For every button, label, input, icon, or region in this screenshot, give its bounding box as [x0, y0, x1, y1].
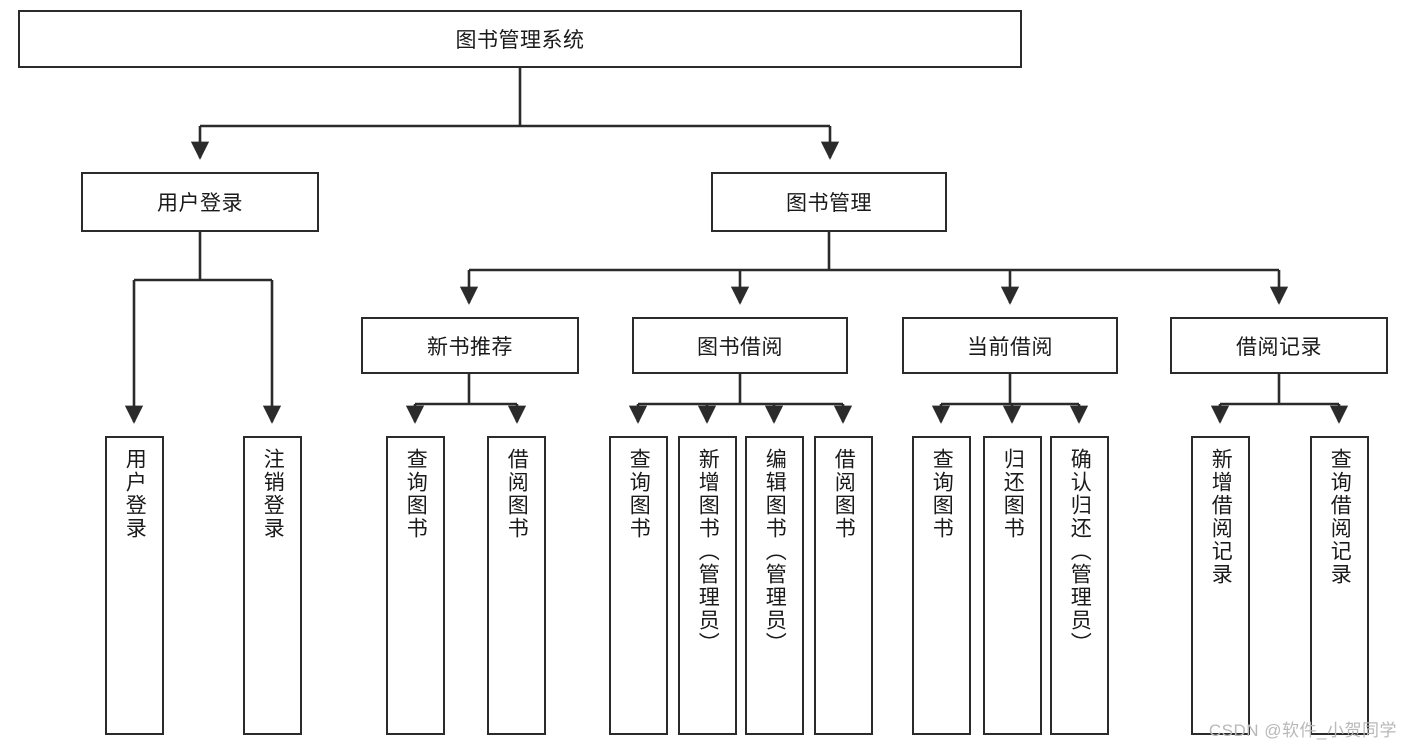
leaf-label: 借阅图书 — [505, 448, 529, 540]
node-borrow-record[interactable]: 借阅记录 — [1170, 317, 1388, 374]
node-user-login[interactable]: 用户登录 — [81, 172, 319, 232]
leaf-label: 查询图书 — [627, 448, 651, 540]
leaf-user-login[interactable]: 用户登录 — [105, 436, 164, 735]
node-book-management[interactable]: 图书管理 — [711, 172, 947, 232]
leaf-label: 确认归还（管理员） — [1068, 448, 1092, 655]
leaf-label: 查询借阅记录 — [1328, 448, 1352, 586]
leaf-label: 注销登录 — [261, 448, 285, 540]
leaf-query-book-current[interactable]: 查询图书 — [912, 436, 971, 735]
node-new-book-recommend[interactable]: 新书推荐 — [361, 317, 579, 374]
leaf-add-borrow-record[interactable]: 新增借阅记录 — [1191, 436, 1250, 735]
node-book-borrow[interactable]: 图书借阅 — [632, 317, 848, 374]
watermark: CSDN @软件_小贺同学 — [1208, 721, 1397, 740]
leaf-borrow-book[interactable]: 借阅图书 — [814, 436, 873, 735]
leaf-label: 用户登录 — [123, 448, 147, 540]
leaf-borrow-book-recommend[interactable]: 借阅图书 — [487, 436, 546, 735]
leaf-query-book-borrow[interactable]: 查询图书 — [609, 436, 668, 735]
leaf-return-book[interactable]: 归还图书 — [983, 436, 1042, 735]
leaf-label: 借阅图书 — [832, 448, 856, 540]
leaf-query-book-recommend[interactable]: 查询图书 — [386, 436, 445, 735]
leaf-label: 归还图书 — [1001, 448, 1025, 540]
leaf-label: 新增借阅记录 — [1209, 448, 1233, 586]
leaf-confirm-return-admin[interactable]: 确认归还（管理员） — [1050, 436, 1109, 735]
leaf-label: 查询图书 — [404, 448, 428, 540]
node-root[interactable]: 图书管理系统 — [18, 10, 1022, 68]
leaf-label: 查询图书 — [930, 448, 954, 540]
leaf-label: 编辑图书（管理员） — [763, 448, 787, 655]
leaf-query-borrow-record[interactable]: 查询借阅记录 — [1310, 436, 1369, 735]
leaf-user-logout[interactable]: 注销登录 — [243, 436, 302, 735]
leaf-add-book-admin[interactable]: 新增图书（管理员） — [678, 436, 737, 735]
node-current-borrow[interactable]: 当前借阅 — [902, 317, 1118, 374]
leaf-label: 新增图书（管理员） — [696, 448, 720, 655]
leaf-edit-book-admin[interactable]: 编辑图书（管理员） — [745, 436, 804, 735]
